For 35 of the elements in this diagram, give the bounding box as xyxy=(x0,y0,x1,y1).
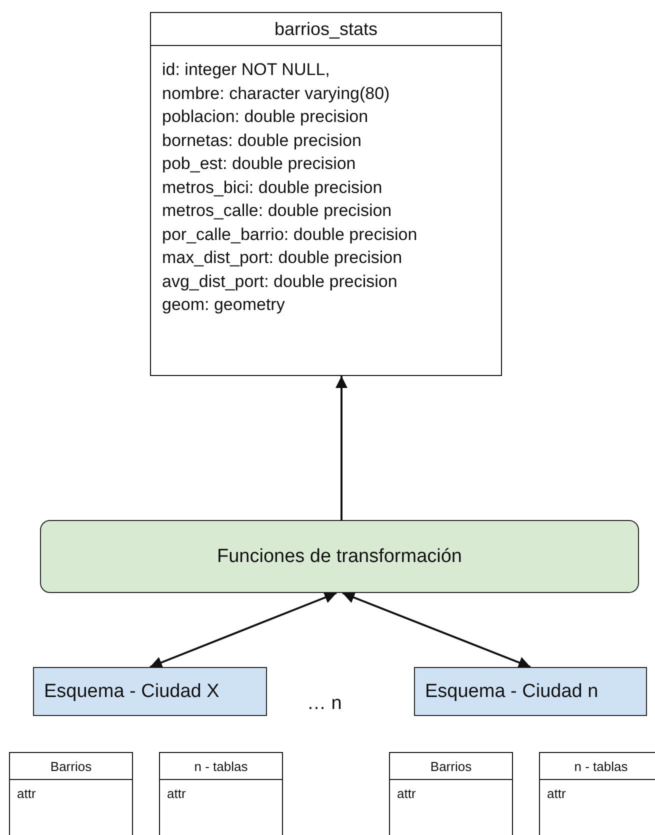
table-box xyxy=(389,752,513,835)
field-text: nombre: character varying(80) xyxy=(162,82,390,104)
schema-label: Esquema - Ciudad X xyxy=(44,680,220,702)
field-text: max_dist_port: double precision xyxy=(162,247,402,269)
field-text: por_calle_barrio: double precision xyxy=(162,224,418,246)
field-text: metros_bici: double precision xyxy=(162,176,382,198)
field-text: metros_calle: double precision xyxy=(162,200,392,222)
arrow xyxy=(336,376,348,520)
ellipsis-label: … n xyxy=(307,693,342,715)
table-name: Barrios xyxy=(430,758,472,774)
table-box xyxy=(150,12,502,376)
field-text: poblacion: double precision xyxy=(162,106,368,128)
field-text: geom: geometry xyxy=(162,294,285,316)
field-text: attr xyxy=(397,786,416,802)
field-text: bornetas: double precision xyxy=(162,130,362,152)
table-name: n - tablas xyxy=(574,758,628,774)
process-label: Funciones de transformación xyxy=(216,546,462,568)
table-box xyxy=(159,752,283,835)
field-text: attr xyxy=(167,786,186,802)
arrow xyxy=(342,592,531,668)
process-box xyxy=(40,520,639,593)
schema-box xyxy=(414,667,647,716)
field-text: attr xyxy=(547,786,566,802)
table-box xyxy=(9,752,133,835)
table-name: n - tablas xyxy=(194,758,248,774)
field-text: avg_dist_port: double precision xyxy=(162,270,398,292)
table-name: barrios_stats xyxy=(274,18,378,40)
table-box xyxy=(539,752,655,835)
field-text: id: integer NOT NULL, xyxy=(162,59,330,81)
schema-label: Esquema - Ciudad n xyxy=(425,680,598,702)
schema-box xyxy=(33,667,267,716)
field-text: attr xyxy=(17,786,36,802)
field-text: pob_est: double precision xyxy=(162,153,356,175)
table-name: Barrios xyxy=(50,758,92,774)
arrow xyxy=(150,592,337,668)
